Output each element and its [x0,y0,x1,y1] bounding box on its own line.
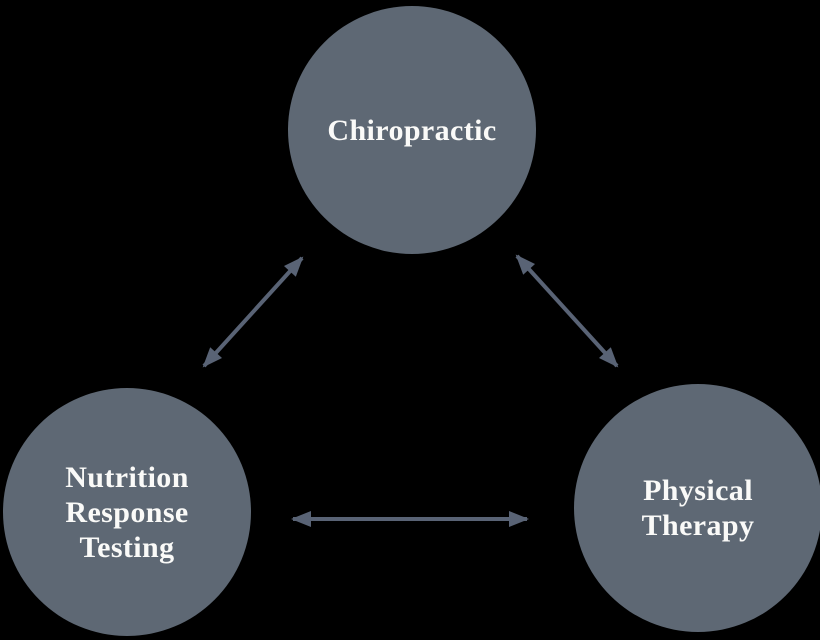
arrow-chiropractic-physical [515,254,619,368]
arrow-chiropractic-nutrition [202,256,304,368]
node-chiropractic-label: Chiropractic [327,113,497,147]
node-nutrition-label-line1: Nutrition [65,460,189,494]
node-physical-label-line1: Physical [643,474,753,507]
node-physical-therapy: Physical Therapy [574,384,820,632]
node-chiropractic: Chiropractic [288,6,536,254]
node-physical-label-line2: Therapy [641,509,755,542]
node-nutrition-response-testing: Nutrition Response Testing [3,388,251,636]
node-nutrition-label-line3: Testing [79,530,175,564]
node-nutrition-label-line2: Response [65,495,189,529]
